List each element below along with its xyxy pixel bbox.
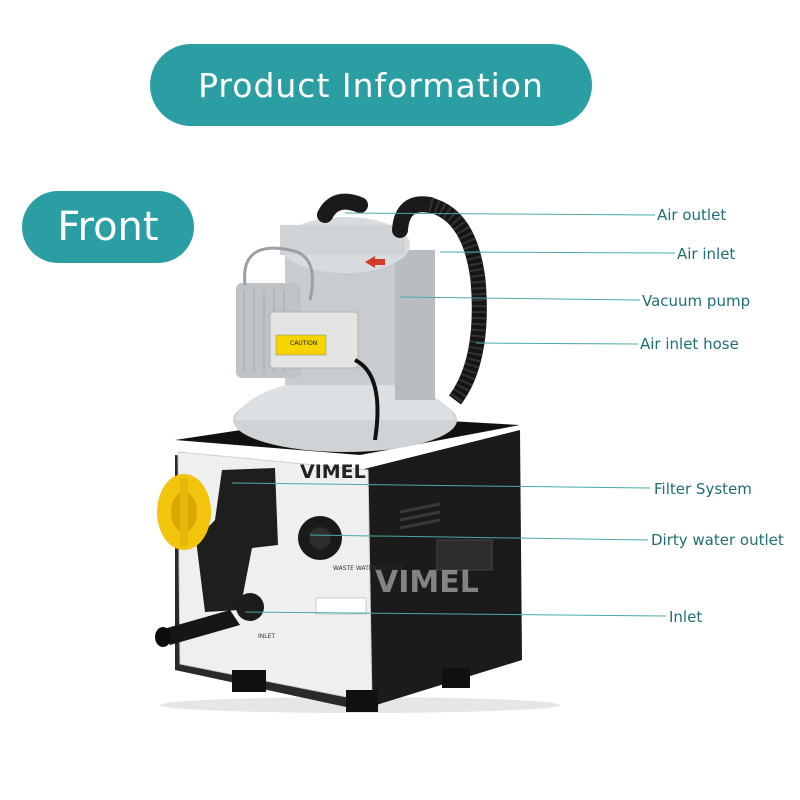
callout-vacuum-pump: Vacuum pump: [642, 292, 751, 310]
leader-dirty-water-outlet: [309, 534, 649, 541]
callout-air-inlet: Air inlet: [677, 245, 736, 263]
caution-sticker-text: CAUTION: [290, 340, 317, 347]
waste-water-outlet-print: WASTE WATER OUTLET: [333, 565, 403, 572]
callout-dirty-water-outlet: Dirty water outlet: [651, 531, 784, 549]
leader-air-inlet-hose: [475, 342, 639, 345]
watermark: VIMEL: [375, 565, 479, 600]
leader-vacuum-pump: [399, 296, 641, 301]
callout-air-inlet-hose: Air inlet hose: [640, 335, 739, 353]
leader-air-inlet: [439, 251, 676, 254]
callout-air-outlet: Air outlet: [657, 206, 727, 224]
leader-inlet: [244, 611, 667, 617]
leader-filter-system: [231, 482, 651, 489]
callout-filter-system: Filter System: [654, 480, 752, 498]
callout-inlet: Inlet: [669, 608, 703, 626]
page-title: Product Information: [150, 44, 592, 126]
view-badge-front: Front: [22, 191, 194, 263]
leader-air-outlet: [344, 212, 656, 216]
brand-logo: VIMEL: [300, 461, 366, 483]
inlet-print: INLET: [258, 633, 275, 640]
